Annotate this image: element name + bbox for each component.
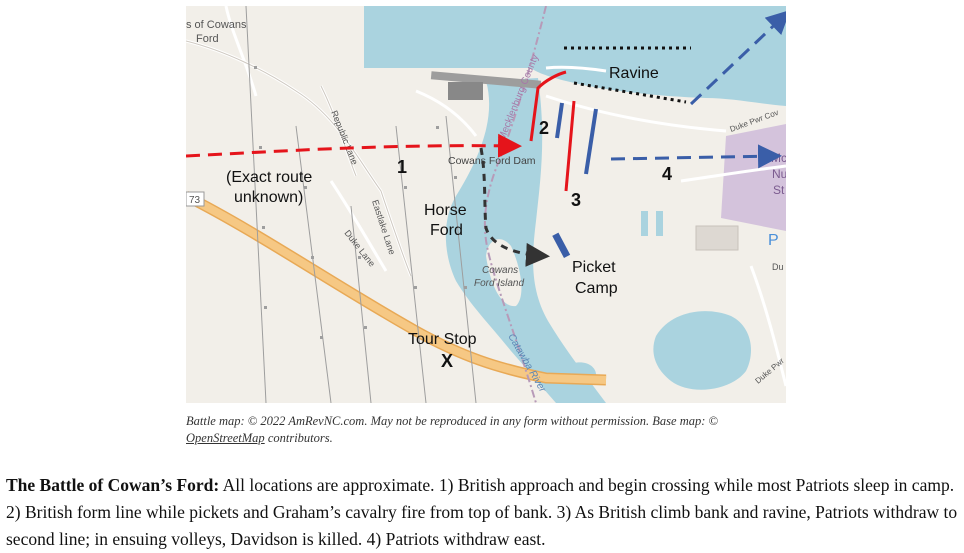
dam: [430, 71, 542, 89]
patriot-withdraw-east: [610, 144, 782, 169]
tour-stop-label: Tour Stop: [408, 331, 477, 348]
tour-stop-x: X: [441, 351, 453, 371]
station-label-3: St: [773, 183, 785, 197]
pond-small-1: [641, 211, 648, 236]
island-label-2: Ford Island: [474, 278, 524, 289]
step-1-label: 1: [397, 157, 407, 177]
lake-water: [364, 6, 786, 106]
station-label-1: Mc: [771, 151, 786, 165]
description-body: All locations are approximate. 1) Britis…: [6, 475, 958, 549]
power-lines: [245, 6, 477, 403]
caption-suffix: contributors.: [264, 431, 333, 445]
road-edges: [186, 40, 412, 277]
ravine-label: Ravine: [609, 65, 659, 82]
parking-label: P: [768, 232, 779, 249]
british-line-3: [564, 100, 576, 192]
island: [486, 239, 522, 307]
pond-small-2: [656, 211, 663, 236]
step-2-label: 2: [539, 118, 549, 138]
ravine-line-lower: [573, 81, 687, 104]
dam-label: Cowans Ford Dam: [448, 155, 536, 167]
horse-ford-label-1: Horse: [424, 202, 467, 219]
route-note-2: unknown): [234, 189, 303, 206]
battle-description: The Battle of Cowan’s Ford: All location…: [6, 472, 961, 553]
route-73-shield: [186, 191, 205, 207]
dam-powerhouse: [448, 82, 483, 100]
step-3-label: 3: [571, 190, 581, 210]
station-label-2: Nu: [772, 167, 786, 181]
cowans-ford-label-1: s of Cowans: [186, 19, 247, 31]
island-label-1: Cowans: [482, 265, 518, 276]
cowans-ford-label-2: Ford: [196, 33, 219, 45]
picket-camp-label-2: Camp: [575, 280, 618, 297]
map-caption: Battle map: © 2022 AmRevNC.com. May not …: [186, 413, 786, 447]
openstreetmap-link[interactable]: OpenStreetMap: [186, 431, 265, 445]
step-4-label: 4: [662, 164, 672, 184]
description-title: The Battle of Cowan’s Ford:: [6, 475, 220, 495]
du-label: Du: [772, 262, 784, 272]
power-poles: [254, 66, 467, 339]
building: [695, 225, 739, 251]
battle-map: 73 s of Cowans: [186, 6, 786, 403]
route-73-label: 73: [189, 195, 201, 206]
caption-prefix: Battle map: © 2022 AmRevNC.com. May not …: [186, 414, 719, 428]
horse-ford-label-2: Ford: [430, 222, 463, 239]
route-note-1: (Exact route: [226, 169, 312, 186]
river-water: [445, 78, 606, 403]
patriot-line-b: [584, 108, 598, 175]
picket-camp-marker: [552, 232, 571, 259]
pond-right: [653, 311, 751, 390]
british-line-2: [529, 70, 567, 142]
patriot-line-a: [555, 102, 564, 139]
picket-camp-label-1: Picket: [572, 259, 616, 276]
horse-ford-route: [479, 147, 550, 267]
